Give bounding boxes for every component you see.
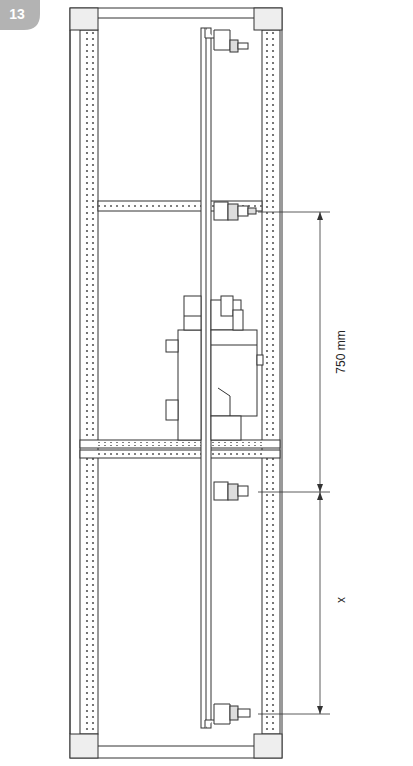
dimension-lines bbox=[258, 212, 330, 714]
dimension-label: x bbox=[334, 597, 348, 603]
breaker-device bbox=[166, 296, 263, 440]
dimension-label: 750 mm bbox=[334, 330, 348, 373]
step-number: 13 bbox=[9, 6, 25, 22]
step-tab bbox=[0, 0, 40, 30]
